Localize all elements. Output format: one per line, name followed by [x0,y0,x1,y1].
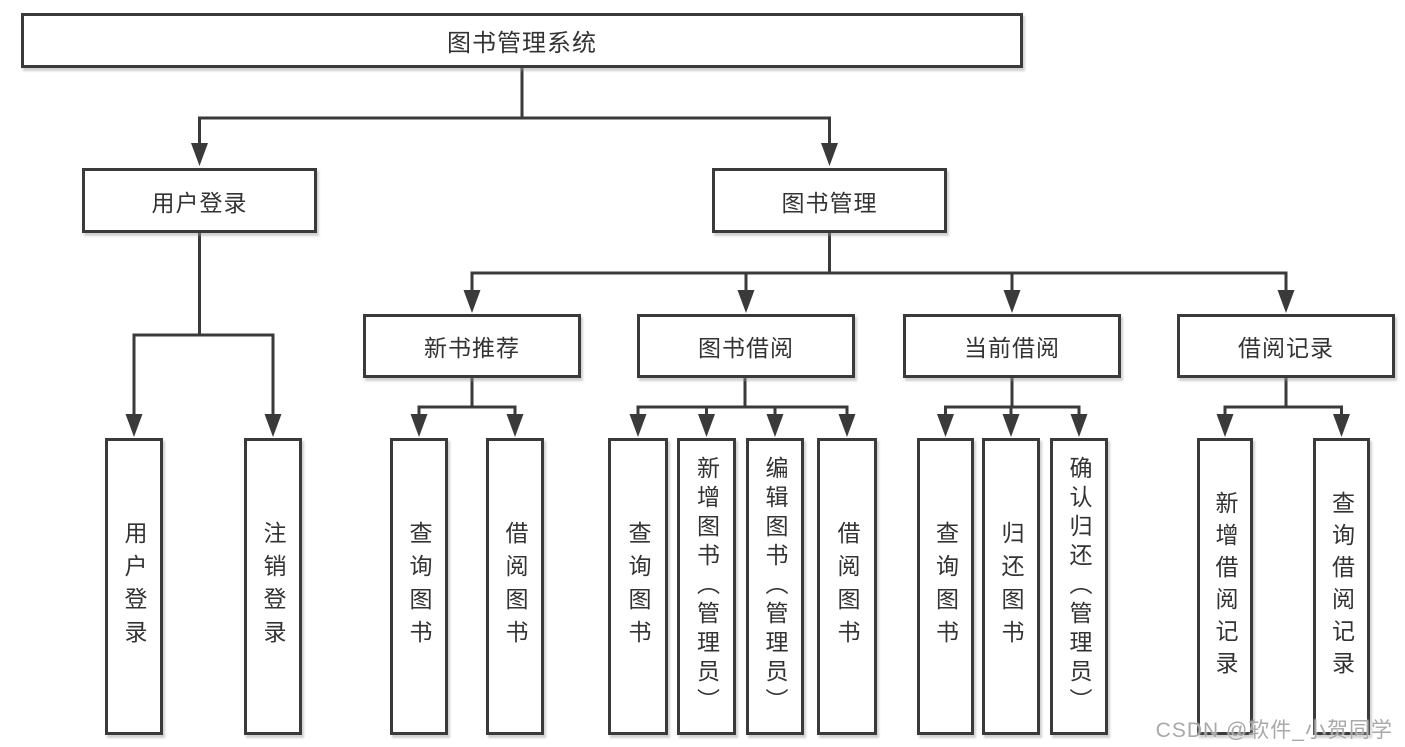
leaf-query-books-borrowing: 查询图书 [608,438,668,735]
leaf-query-borrow-record: 查询借阅记录 [1313,438,1370,735]
node-book-management: 图书管理 [712,168,947,233]
node-user-login: 用户登录 [82,168,317,233]
leaf-query-books-recommend: 查询图书 [390,438,448,735]
leaf-add-book-admin: 新增图书（管理员） [677,438,736,735]
leaf-confirm-return-admin: 确认归还（管理员） [1050,438,1108,735]
leaf-logout: 注销登录 [244,438,302,735]
leaf-user-login: 用户登录 [105,438,163,735]
node-borrowing-records: 借阅记录 [1177,314,1395,378]
node-current-borrowing: 当前借阅 [903,314,1121,378]
watermark-text: CSDN @软件_小贺同学 [1155,719,1393,742]
leaf-borrow-books-borrowing: 借阅图书 [817,438,877,735]
leaf-edit-book-admin: 编辑图书（管理员） [746,438,804,735]
leaf-borrow-books-recommend: 借阅图书 [486,438,544,735]
node-book-borrowing: 图书借阅 [637,314,855,378]
node-library-system: 图书管理系统 [21,13,1023,68]
node-new-book-recommend: 新书推荐 [363,314,581,378]
leaf-add-borrow-record: 新增借阅记录 [1197,438,1253,735]
leaf-query-books-current: 查询图书 [917,438,974,735]
leaf-return-book: 归还图书 [982,438,1040,735]
